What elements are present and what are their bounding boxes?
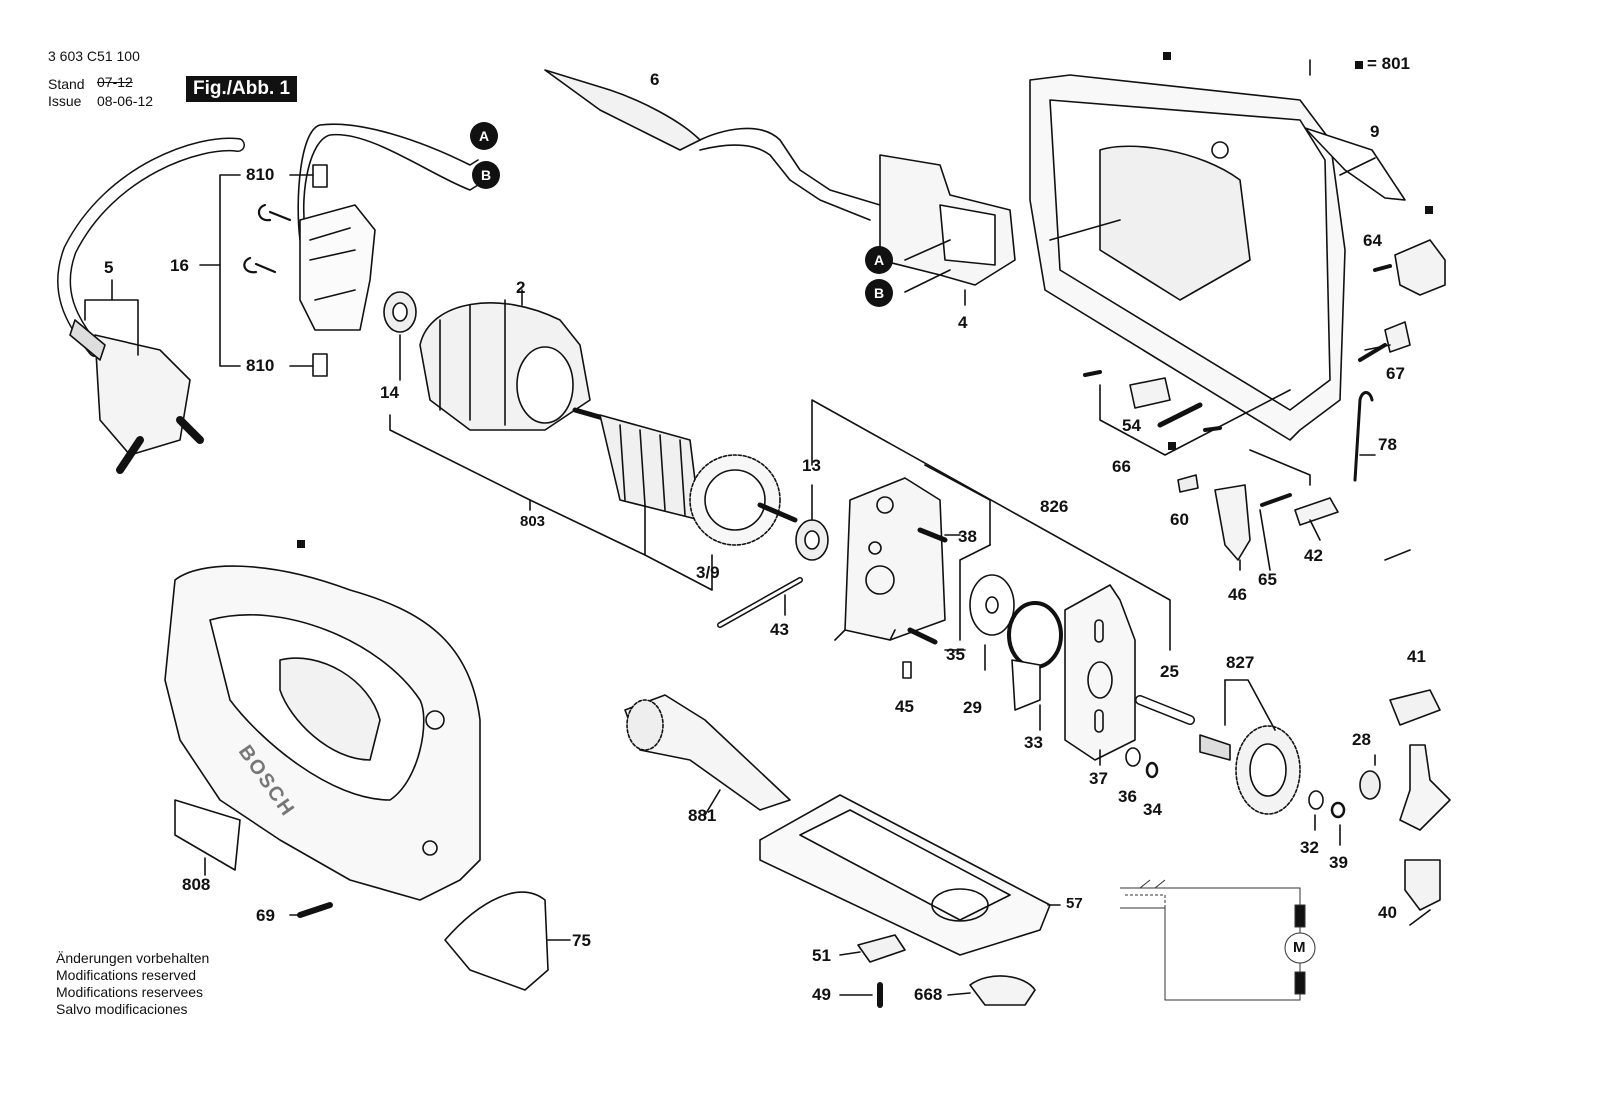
base-plate [759, 794, 1051, 956]
connector-a: A [470, 122, 498, 150]
power-cable-plug [57, 137, 245, 474]
part-label: 65 [1258, 570, 1277, 589]
part-label: 64 [1363, 231, 1382, 250]
part-label: 668 [914, 985, 943, 1004]
part-label: 9 [1370, 122, 1380, 141]
part-label: 36 [1118, 787, 1137, 806]
part-label: 3/9 [696, 563, 720, 582]
part-label: 14 [380, 383, 399, 402]
note-line: Änderungen vorbehalten [56, 950, 210, 966]
part-label: 54 [1122, 416, 1141, 435]
part-label: 60 [1170, 510, 1189, 529]
part-label: 57 [1066, 895, 1083, 912]
part-label: 75 [572, 931, 591, 950]
part-label: 16 [170, 256, 189, 275]
motor-housing-half [1029, 74, 1346, 441]
part-label: 33 [1024, 733, 1043, 752]
doc-number: 3 603 C51 100 [48, 48, 140, 64]
part-label: 66 [1112, 457, 1131, 476]
part-label: 40 [1378, 903, 1397, 922]
801-markers [297, 52, 1433, 548]
wiring-schematic [1120, 879, 1316, 1001]
part-label: 810 [246, 165, 275, 184]
part-label: 46 [1228, 585, 1247, 604]
part-label: 34 [1143, 800, 1162, 819]
stand-label: Stand [48, 76, 85, 92]
part-label: 28 [1352, 730, 1371, 749]
armature [572, 407, 798, 546]
figure-tag: Fig./Abb. 1 [186, 76, 298, 102]
legend-text: = 801 [1366, 54, 1410, 73]
part-label: 808 [182, 875, 211, 894]
part-label: 2 [516, 278, 526, 297]
part-label: 4 [958, 313, 968, 332]
part-label: 803 [520, 513, 546, 530]
part-label: 51 [812, 946, 831, 965]
gear-housing [834, 477, 946, 641]
part-label: 881 [688, 806, 717, 825]
part-label: 6 [650, 70, 660, 89]
part-label: 78 [1378, 435, 1397, 454]
part-label: 35 [946, 645, 965, 664]
connector-b-switch: B [865, 279, 893, 307]
connector-a-switch: A [865, 246, 893, 274]
part-label: 43 [770, 620, 789, 639]
square-marker-icon [1354, 60, 1363, 69]
handle-housing [164, 565, 481, 901]
part-label: 49 [812, 985, 831, 1004]
note-line: Modifications reservees [56, 984, 204, 1000]
part-label: 69 [256, 906, 275, 925]
part-label: 13 [802, 456, 821, 475]
connector-b: B [472, 161, 500, 189]
stand-value: 07-12 [97, 74, 133, 90]
note-line: Salvo modificaciones [56, 1001, 188, 1017]
part-label: 32 [1300, 838, 1319, 857]
part-label: 39 [1329, 853, 1348, 872]
guide-plate [1064, 584, 1136, 761]
part-label: 25 [1160, 662, 1179, 681]
part-label: 5 [104, 258, 114, 277]
switch-assembly [243, 203, 376, 331]
part-label: 67 [1386, 364, 1405, 383]
issue-value: 08-06-12 [97, 93, 154, 109]
part-label: 38 [958, 527, 977, 546]
motor-symbol: M [1293, 939, 1306, 956]
note-line: Modifications reserved [56, 967, 197, 983]
part-label: 42 [1304, 546, 1323, 565]
gear-wheel [1199, 725, 1301, 815]
part-label: 29 [963, 698, 982, 717]
field-stator [419, 289, 591, 431]
issue-label: Issue [48, 93, 82, 109]
part-label: 826 [1040, 497, 1069, 516]
footer-notes: Änderungen vorbehalten Modifications res… [56, 950, 209, 1018]
part-label: 45 [895, 697, 914, 716]
part-label: 810 [246, 356, 275, 375]
part-label: 37 [1089, 769, 1108, 788]
part-label: 827 [1226, 653, 1255, 672]
part-label: 41 [1407, 647, 1426, 666]
legend: = 801 [1354, 54, 1410, 74]
